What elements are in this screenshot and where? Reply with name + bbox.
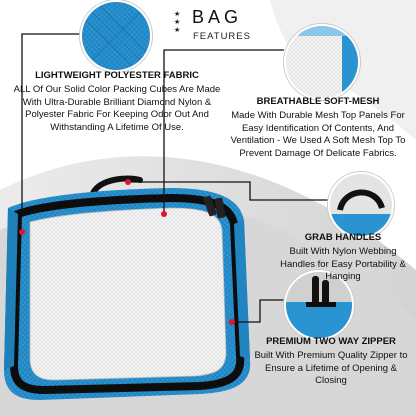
stars-decoration: ★ ★ ★ xyxy=(174,11,181,34)
zipper-pull-2 xyxy=(214,197,226,219)
mesh-panel xyxy=(29,207,227,381)
detail-circle-handles xyxy=(328,172,394,238)
header-title: BAG xyxy=(192,7,243,27)
feature-mesh-title: BREATHABLE SOFT-MESH xyxy=(256,96,380,107)
zipper-pull-1 xyxy=(203,195,217,217)
feature-fabric-body: ALL Of Our Solid Color Packing Cubes Are… xyxy=(13,84,221,133)
feature-zipper-body: Built With Premium Quality Zipper to Ens… xyxy=(254,350,408,386)
marker-mesh xyxy=(161,211,167,217)
detail-circle-zipper xyxy=(284,270,354,340)
feature-zipper: PREMIUM TWO WAY ZIPPER Built With Premiu… xyxy=(248,336,414,388)
marker-handles xyxy=(125,179,131,185)
callout-line-handles xyxy=(128,181,328,201)
header-subtitle: FEATURES xyxy=(193,31,251,42)
header: ★ ★ ★ BAG FEATURES xyxy=(174,6,274,46)
feature-zipper-title: PREMIUM TWO WAY ZIPPER xyxy=(266,336,396,347)
feature-handles-title: GRAB HANDLES xyxy=(304,232,382,243)
feature-handles: GRAB HANDLES Built With Nylon Webbing Ha… xyxy=(272,232,414,284)
marker-fabric xyxy=(19,229,25,235)
feature-mesh-body: Made With Durable Mesh Top Panels For Ea… xyxy=(230,110,406,159)
callout-line-zipper xyxy=(232,299,284,323)
marker-zipper xyxy=(229,319,235,325)
zipper-track xyxy=(9,193,245,395)
feature-mesh: BREATHABLE SOFT-MESH Made With Durable M… xyxy=(220,96,416,160)
feature-fabric: LIGHTWEIGHT POLYESTER FABRIC ALL Of Our … xyxy=(12,70,222,134)
callout-line-mesh xyxy=(163,49,284,214)
detail-circle-mesh xyxy=(284,24,360,100)
detail-circle-fabric xyxy=(80,0,152,72)
feature-fabric-title: LIGHTWEIGHT POLYESTER FABRIC xyxy=(35,70,199,81)
feature-handles-body: Built With Nylon Webbing Handles for Eas… xyxy=(280,246,406,282)
callout-line-fabric xyxy=(21,33,80,210)
